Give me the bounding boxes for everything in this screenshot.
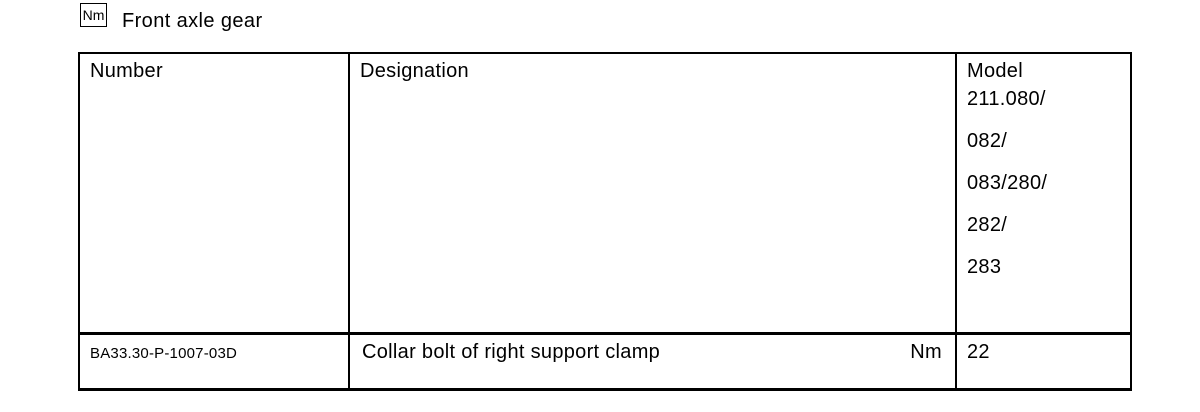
torque-unit-icon: Nm [80,3,107,27]
model-number-line: 083/280/ [967,172,1048,194]
row-value-cell: 22 [967,341,990,363]
designation-text: Collar bolt of right support clamp [362,341,661,363]
column-header-designation: Designation [350,54,957,335]
row-number-cell: BA33.30-P-1007-03D [80,335,350,388]
document-header: Nm Front axle gear [80,3,263,33]
column-header-model: Model 211.080/ 082/ 083/280/ 282/ 283 [957,54,1130,335]
model-number-line: 082/ [967,130,1008,152]
model-number-line: 282/ [967,214,1008,236]
model-header-label: Model [967,60,1023,82]
column-header-number: Number [80,54,350,335]
model-number-line: 211.080/ [967,88,1046,110]
row-designation-cell: Collar bolt of right support clamp Nm [350,335,957,388]
model-number-line: 283 [967,256,1002,278]
page-title: Front axle gear [122,10,263,32]
unit-label: Nm [910,341,942,363]
torque-spec-table: Number Designation Model 211.080/ 082/ 0… [78,52,1132,391]
